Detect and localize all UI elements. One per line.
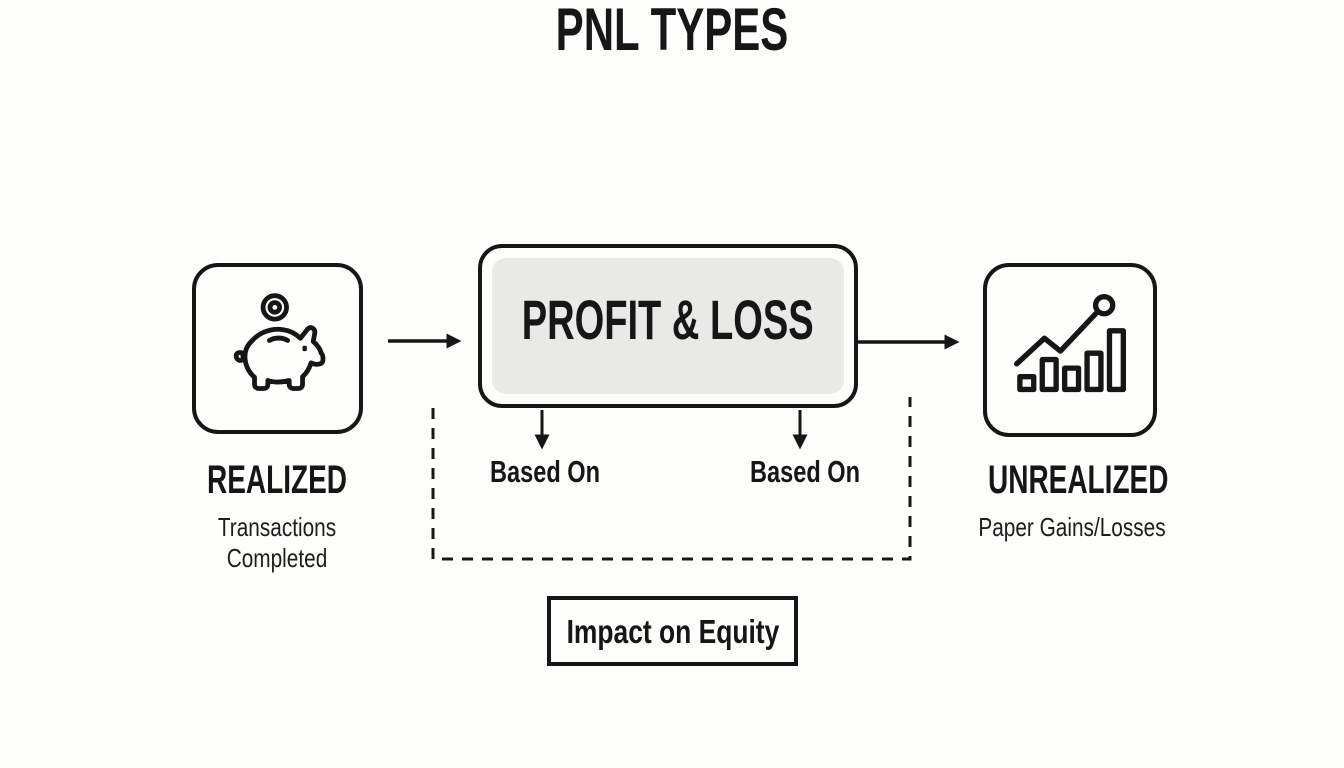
impact-on-equity-box: Impact on Equity xyxy=(547,596,798,666)
unrealized-sublabel: Paper Gains/Losses xyxy=(978,512,1166,542)
chart-trend-endpoint xyxy=(1092,294,1116,317)
chart-bar-2 xyxy=(1039,356,1059,393)
profit-loss-box: PROFIT & LOSS xyxy=(478,244,858,408)
piggy-bank-icon xyxy=(233,292,325,391)
pig-tail xyxy=(233,349,247,363)
chart-bar-1 xyxy=(1017,374,1037,393)
realized-label: REALIZED xyxy=(207,458,347,502)
chart-bar-3 xyxy=(1062,365,1082,393)
coin-outer-circle xyxy=(260,292,289,322)
profit-loss-panel: PROFIT & LOSS xyxy=(492,258,844,394)
page-title: PNL TYPES xyxy=(555,0,789,63)
realized-subline-2: Completed xyxy=(226,543,328,573)
unrealized-label: UNREALIZED xyxy=(988,458,1169,502)
realized-sublabel: Transactions Completed xyxy=(181,512,373,574)
chart-bar-4 xyxy=(1084,350,1104,393)
realized-subline-1: Transactions xyxy=(217,512,337,542)
realized-icon-box xyxy=(192,263,363,434)
coin-slot xyxy=(266,335,290,343)
based-on-label-right: Based On xyxy=(750,454,860,489)
based-on-label-left: Based On xyxy=(490,454,600,489)
profit-loss-label: PROFIT & LOSS xyxy=(522,288,814,351)
coin-inner-circle xyxy=(267,299,282,315)
pig-eye xyxy=(302,345,307,351)
chart-trend-line xyxy=(1014,308,1101,367)
unrealized-icon-box xyxy=(983,263,1157,437)
growth-chart-icon xyxy=(1014,294,1126,393)
impact-on-equity-label: Impact on Equity xyxy=(566,612,779,650)
pig-body xyxy=(242,324,325,391)
chart-bar-5 xyxy=(1106,328,1126,393)
